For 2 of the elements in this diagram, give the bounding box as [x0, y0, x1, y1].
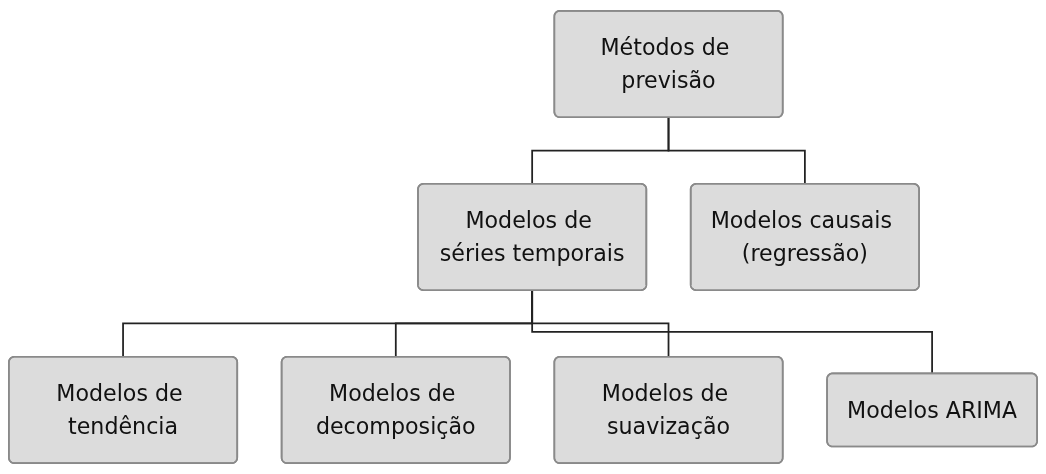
connector — [667, 116, 806, 185]
connector — [531, 289, 933, 375]
